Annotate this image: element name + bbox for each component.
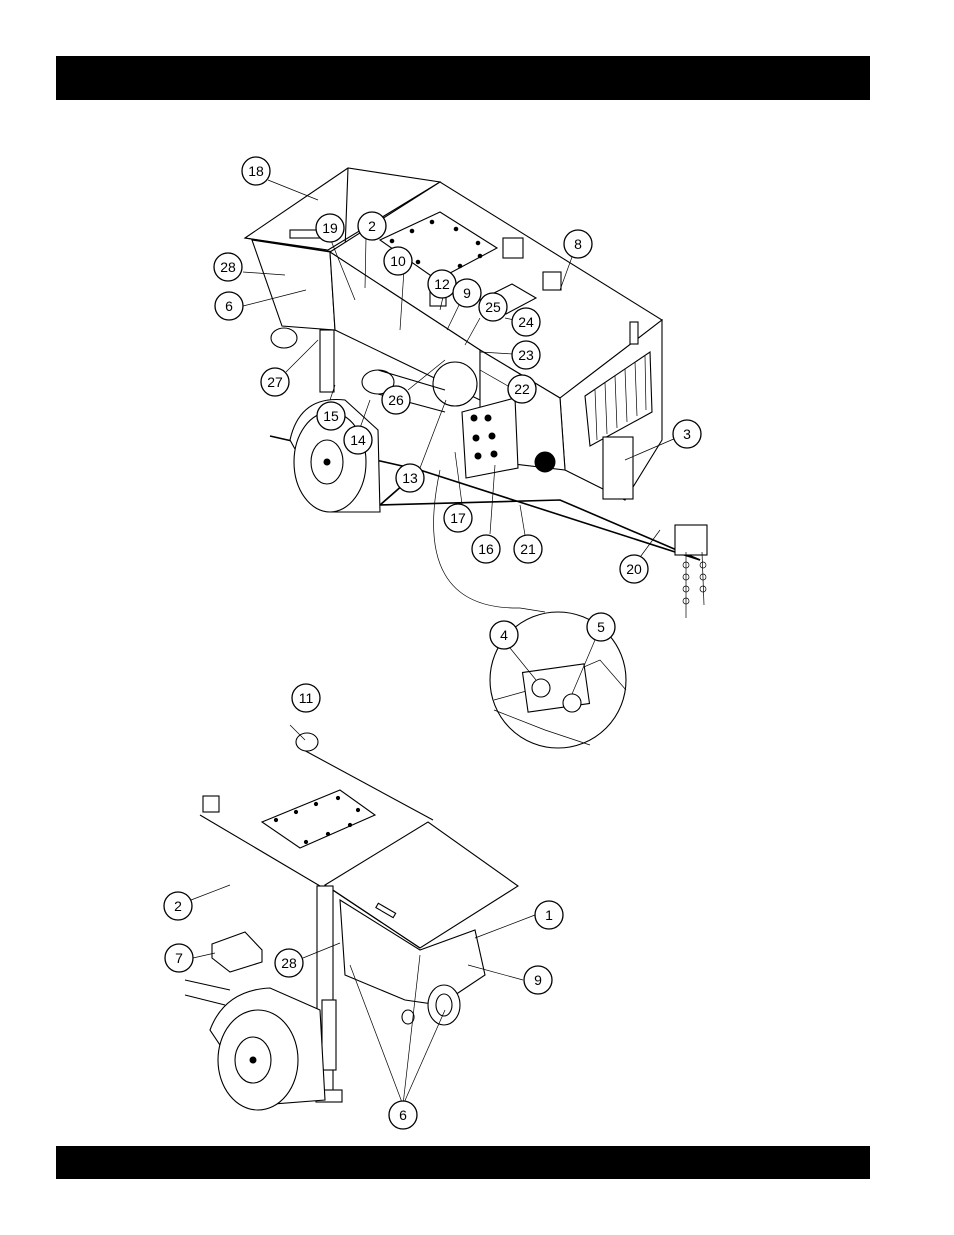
safety-chains (683, 552, 706, 618)
callout-6: 6 (215, 292, 243, 320)
callout-label: 5 (597, 619, 605, 635)
callout-label: 28 (220, 259, 236, 275)
callout-label: 23 (518, 347, 534, 363)
outlet-port (271, 328, 297, 348)
callout-23: 23 (512, 341, 540, 369)
callout-label: 16 (478, 541, 494, 557)
callout-2-bottom: 2 (164, 892, 192, 920)
callout-6-bottom: 6 (389, 1101, 417, 1129)
callout-25: 25 (479, 293, 507, 321)
gauge-right (563, 694, 581, 712)
callout-label: 24 (518, 314, 534, 330)
detail-circle-marker (433, 362, 477, 406)
callout-28: 28 (214, 253, 242, 281)
callout-label: 3 (683, 426, 691, 442)
callout-label: 1 (545, 907, 553, 923)
callout-2: 2 (358, 212, 386, 240)
callout-label: 2 (368, 218, 376, 234)
callout-label: 14 (350, 432, 366, 448)
callout-label: 19 (322, 220, 338, 236)
callout-26: 26 (382, 386, 410, 414)
callout-label: 13 (402, 470, 418, 486)
callout-3: 3 (673, 420, 701, 448)
callout-22: 22 (508, 375, 536, 403)
callout-5: 5 (587, 613, 615, 641)
pump-wheel (535, 452, 555, 472)
jack-stand-bottom (322, 1000, 336, 1070)
callout-7: 7 (165, 944, 193, 972)
exhaust-stack (630, 322, 638, 344)
side-box (603, 437, 633, 499)
callout-label: 21 (520, 541, 536, 557)
callout-label: 2 (174, 898, 182, 914)
hopper-body (252, 240, 335, 330)
callout-27: 27 (261, 368, 289, 396)
callout-label: 17 (450, 510, 466, 526)
callout-20: 20 (620, 555, 648, 583)
callout-14: 14 (344, 426, 372, 454)
callout-label: 7 (175, 950, 183, 966)
callout-label: 20 (626, 561, 642, 577)
callout-label: 27 (267, 374, 283, 390)
callout-label: 22 (514, 381, 530, 397)
callout-label: 15 (323, 408, 339, 424)
breather-cap (503, 238, 523, 258)
tool-box (212, 932, 262, 972)
callout-10: 10 (384, 247, 412, 275)
callout-24: 24 (512, 308, 540, 336)
callout-label: 25 (485, 299, 501, 315)
callout-8: 8 (564, 230, 592, 258)
callout-17: 17 (444, 504, 472, 532)
callout-9: 9 (453, 279, 481, 307)
callout-4: 4 (490, 621, 518, 649)
callout-15: 15 (317, 402, 345, 430)
callout-label: 28 (281, 955, 297, 971)
callout-16: 16 (472, 535, 500, 563)
hopper-illustration-bottom (185, 733, 518, 1110)
callout-label: 11 (299, 690, 314, 706)
jack-stand (320, 330, 334, 392)
callout-9-bottom: 9 (524, 966, 552, 994)
access-plate-bottom (262, 790, 375, 848)
callout-label: 9 (463, 285, 471, 301)
callout-label: 18 (248, 163, 264, 179)
callout-label: 6 (225, 298, 233, 314)
callout-label: 9 (534, 972, 542, 988)
callout-label: 12 (434, 276, 450, 292)
callout-label: 26 (388, 392, 404, 408)
callout-21: 21 (514, 535, 542, 563)
callout-12: 12 (428, 270, 456, 298)
callout-label: 4 (500, 627, 508, 643)
callout-1: 1 (535, 901, 563, 929)
callout-label: 10 (390, 253, 406, 269)
callout-11: 11 (292, 684, 320, 712)
breather-cap-bottom (203, 796, 219, 812)
callout-28-bottom: 28 (275, 949, 303, 977)
callout-13: 13 (396, 464, 424, 492)
gauge-left (532, 679, 550, 697)
callout-label: 8 (574, 236, 582, 252)
callout-19: 19 (316, 214, 344, 242)
fuel-cap (543, 272, 561, 290)
hitch-coupler (675, 525, 707, 555)
callout-18: 18 (242, 157, 270, 185)
callout-label: 6 (399, 1107, 407, 1123)
filter-cap-bottom (296, 733, 318, 751)
